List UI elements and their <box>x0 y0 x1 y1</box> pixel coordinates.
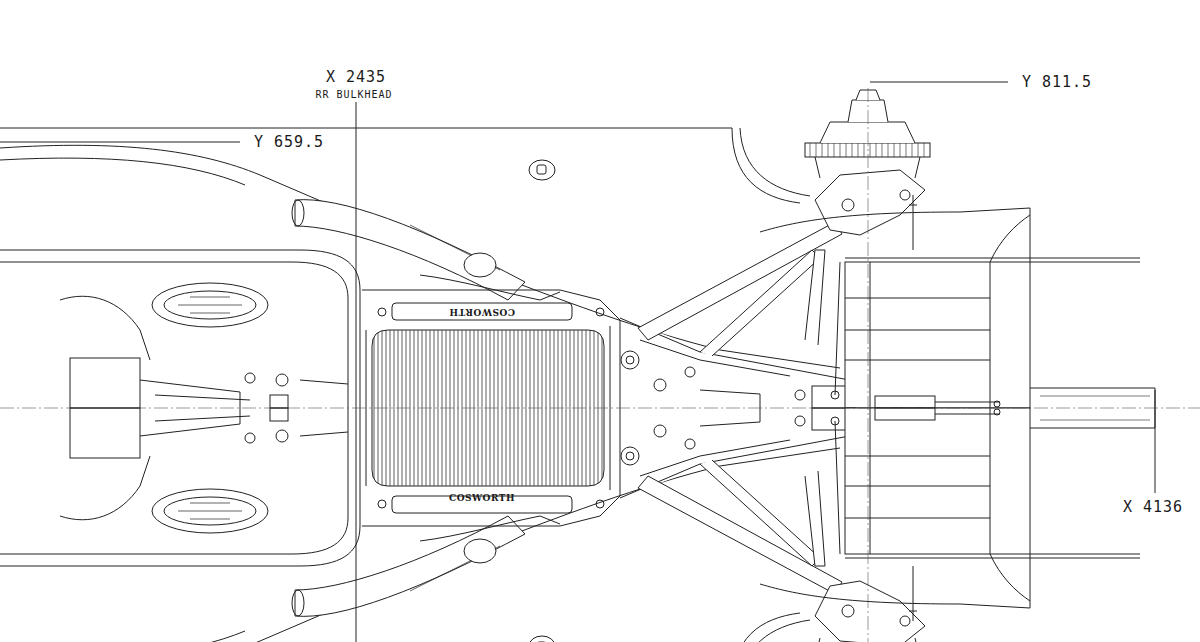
reference-label: RR BULKHEAD <box>313 89 394 101</box>
dimension-label: Y 659.5 <box>252 134 326 151</box>
dimension-label: Y 811.5 <box>1020 74 1094 91</box>
brand-label: COSWORTH <box>449 307 515 316</box>
dimension-label: X 2435 <box>324 69 388 86</box>
dimension-label: X 4136 <box>1121 499 1185 516</box>
brand-label: COSWORTH <box>449 494 515 503</box>
